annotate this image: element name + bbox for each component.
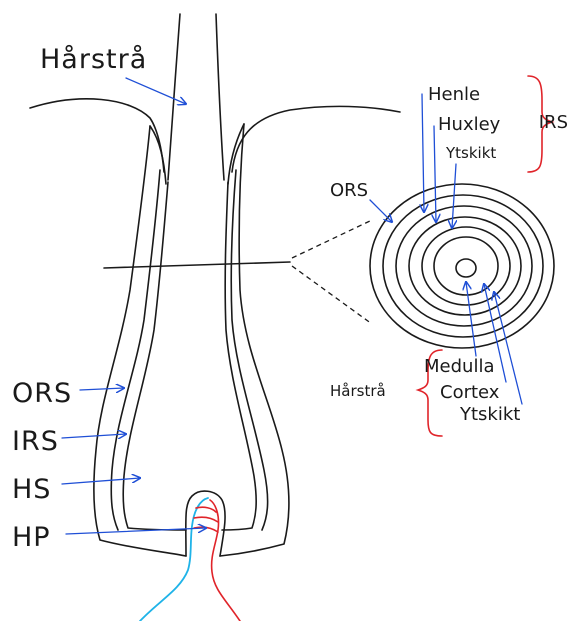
label-harstra: Hårstrå	[40, 44, 147, 75]
cross-ring-1	[370, 184, 554, 348]
arrow-hs	[62, 478, 140, 484]
cross-section	[292, 184, 554, 348]
capillary-loop-1	[196, 507, 216, 512]
arrow-harstra	[126, 78, 186, 104]
arrow-medulla	[466, 282, 476, 356]
label-huxley: Huxley	[438, 114, 501, 135]
cross-ring-4	[409, 217, 521, 315]
label-irs-group: IRS	[539, 112, 568, 133]
label-cortex: Cortex	[440, 382, 500, 403]
arrow-ors	[80, 388, 124, 390]
follicle-longitudinal-section	[30, 14, 400, 621]
cross-ring-5	[422, 227, 510, 305]
follicle-layer-left-1	[111, 170, 160, 530]
label-hair-group: Hårstrå	[330, 382, 386, 400]
label-irs-ytskikt: Ytskikt	[445, 144, 496, 162]
skin-surface-left	[30, 99, 164, 172]
arrow-cross-ors	[370, 200, 392, 222]
label-irs: IRS	[12, 426, 59, 457]
zoom-line-top	[292, 220, 372, 258]
label-ors: ORS	[12, 378, 72, 409]
label-henle: Henle	[428, 84, 480, 105]
arrow-henle	[422, 94, 424, 212]
skin-surface-right	[232, 106, 400, 172]
blood-vessel-blue	[140, 498, 208, 621]
label-hair-ytskikt: Ytskikt	[459, 404, 520, 425]
follicle-layer-right-1	[231, 170, 267, 530]
capillary-loop-2	[194, 517, 218, 522]
label-cross-ors: ORS	[330, 180, 368, 201]
label-medulla: Medulla	[424, 356, 494, 377]
zoom-line-bottom	[292, 266, 372, 324]
label-hp: HP	[12, 522, 51, 553]
hair-shaft-right-edge	[216, 14, 224, 180]
cross-section-labels: ORS Henle Huxley Ytskikt IRS Hårstrå Med…	[330, 76, 568, 436]
cross-ring-7	[456, 259, 476, 277]
section-cut-line	[104, 262, 290, 268]
cross-ring-3	[396, 206, 532, 326]
follicle-labels: Hårstrå ORS IRS HS HP	[12, 44, 206, 553]
follicle-outer-wall-right	[220, 124, 289, 556]
arrow-huxley	[434, 126, 436, 222]
label-hs: HS	[12, 474, 51, 505]
